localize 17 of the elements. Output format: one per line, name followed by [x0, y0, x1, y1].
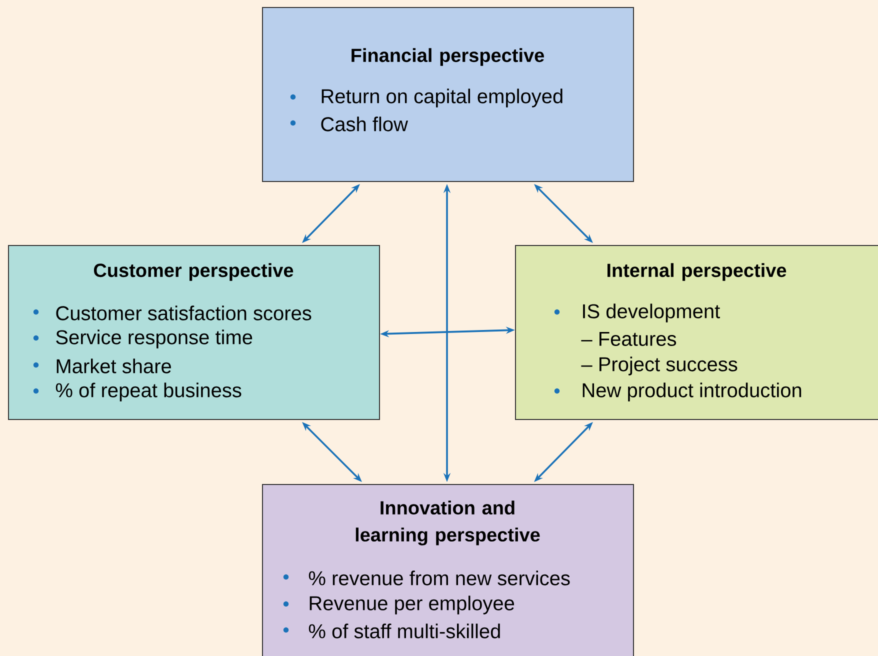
bullet-item: % of repeat business: [33, 382, 242, 402]
bullet-item: Service response time: [33, 330, 252, 348]
bullet-item: Cash flow: [290, 116, 408, 132]
bullet-item: IS development: [554, 304, 720, 322]
bullet-item: Return on capital employed: [290, 88, 562, 108]
bullet-item: New product introduction: [554, 382, 802, 402]
box-heading: Internal perspective: [608, 263, 786, 281]
bullet-item: Market share: [33, 358, 171, 374]
box-heading: Customer perspective: [94, 263, 294, 281]
box-heading: Innovation and learning perspective: [356, 500, 540, 546]
bullet-item: Revenue per employee: [283, 596, 514, 614]
bullet-item: % revenue from new services: [283, 570, 570, 586]
bullet-item: – Project success: [581, 356, 738, 376]
bullet-item: Customer satisfaction scores: [33, 306, 312, 320]
bullet-item: – Features: [581, 332, 676, 346]
box-heading: Financial perspective: [352, 48, 544, 66]
bullet-item: % of staff multi-skilled: [283, 624, 500, 638]
